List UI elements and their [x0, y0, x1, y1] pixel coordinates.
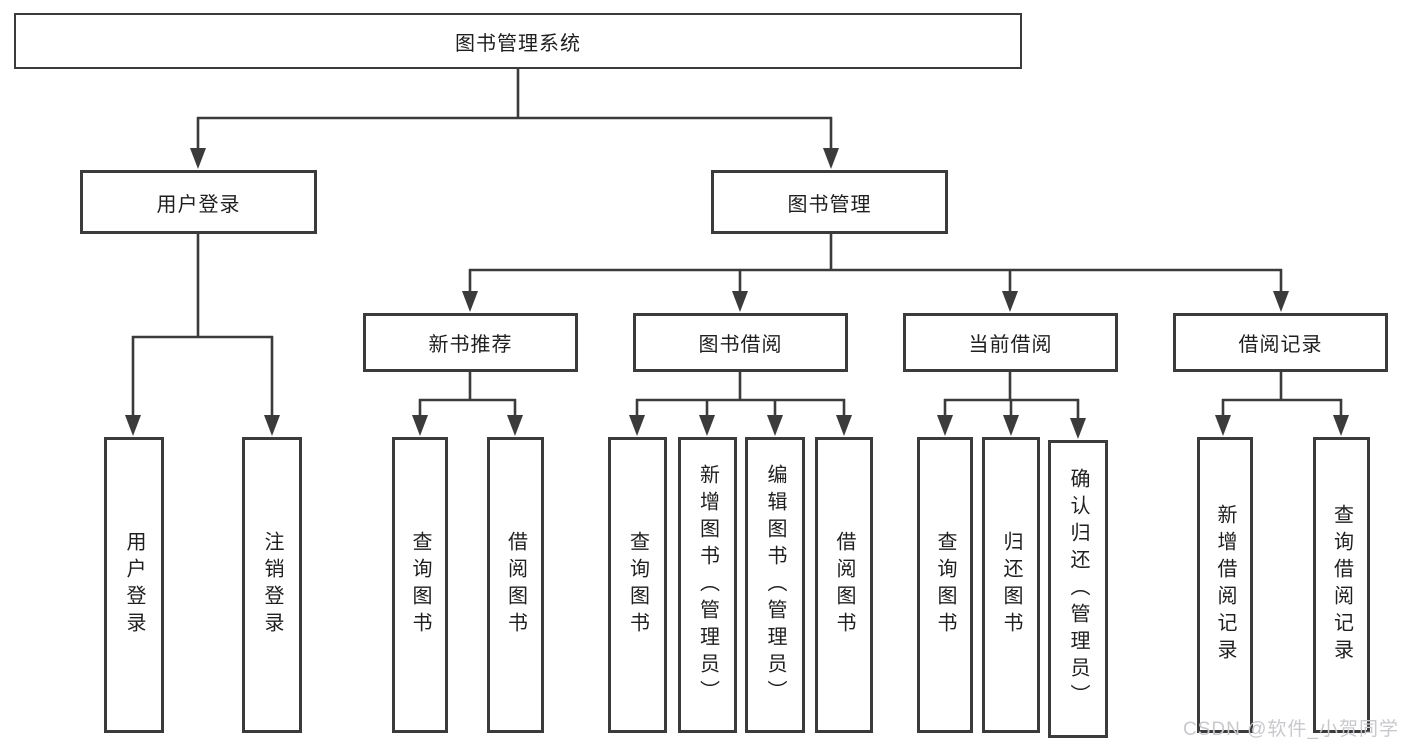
- arrow-down-icon: [767, 415, 783, 436]
- node-leaf-logout: 注销登录: [242, 437, 302, 733]
- node-label: 查询图书: [409, 531, 431, 639]
- node-label: 用户登录: [156, 193, 241, 216]
- node-label: 编辑图书（管理员）: [764, 463, 786, 707]
- node-library-management-system: 图书管理系统: [14, 13, 1022, 69]
- node-borrow-records: 借阅记录: [1173, 313, 1388, 372]
- node-leaf-user-login: 用户登录: [104, 437, 164, 733]
- arrow-down-icon: [507, 415, 523, 436]
- node-book-borrow: 图书借阅: [633, 313, 848, 372]
- node-label: 注销登录: [261, 531, 283, 639]
- arrow-down-icon: [937, 415, 953, 436]
- node-leaf-query-borrow-record: 查询借阅记录: [1313, 437, 1370, 733]
- node-label: 用户登录: [123, 531, 145, 639]
- arrow-down-icon: [1003, 415, 1019, 436]
- node-new-book-recommend: 新书推荐: [363, 313, 578, 372]
- node-leaf-add-books-admin: 新增图书（管理员）: [678, 437, 737, 733]
- node-label: 新增图书（管理员）: [696, 463, 719, 707]
- arrow-down-icon: [462, 291, 478, 312]
- node-label: 查询借阅记录: [1330, 504, 1353, 666]
- arrow-down-icon: [629, 415, 645, 436]
- node-leaf-edit-books-admin: 编辑图书（管理员）: [745, 437, 805, 733]
- node-leaf-borrow-books-2: 借阅图书: [815, 437, 873, 733]
- arrow-down-icon: [1215, 415, 1231, 436]
- arrow-down-icon: [125, 415, 141, 436]
- node-label: 新增借阅记录: [1214, 504, 1236, 666]
- node-label: 图书管理系统: [455, 32, 581, 55]
- node-leaf-query-books-1: 查询图书: [392, 437, 448, 733]
- node-label: 新书推荐: [428, 334, 513, 356]
- node-label: 借阅图书: [833, 531, 855, 639]
- arrow-down-icon: [190, 148, 206, 169]
- node-user-login: 用户登录: [80, 170, 317, 234]
- arrow-down-icon: [823, 148, 839, 169]
- arrow-down-icon: [1333, 415, 1349, 436]
- node-label: 当前借阅: [968, 334, 1053, 356]
- node-leaf-query-books-3: 查询图书: [917, 437, 973, 733]
- csdn-watermark: CSDN @软件_小贺同学: [1183, 719, 1399, 740]
- node-leaf-add-borrow-record: 新增借阅记录: [1197, 437, 1253, 733]
- node-book-management: 图书管理: [711, 170, 948, 234]
- arrow-down-icon: [1002, 291, 1018, 312]
- arrow-down-icon: [412, 415, 428, 436]
- node-label: 查询图书: [626, 531, 649, 639]
- node-leaf-borrow-books-1: 借阅图书: [487, 437, 544, 733]
- node-label: 图书管理: [787, 193, 872, 216]
- node-label: 归还图书: [1000, 531, 1022, 639]
- arrow-down-icon: [1273, 291, 1289, 312]
- node-label: 借阅图书: [504, 531, 527, 639]
- node-label: 查询图书: [934, 531, 956, 639]
- node-current-borrow: 当前借阅: [903, 313, 1118, 372]
- node-leaf-return-books: 归还图书: [982, 437, 1040, 733]
- node-leaf-query-books-2: 查询图书: [608, 437, 667, 733]
- node-label: 确认归还（管理员）: [1067, 467, 1089, 711]
- node-label: 借阅记录: [1238, 334, 1323, 356]
- node-label: 图书借阅: [698, 334, 783, 356]
- arrow-down-icon: [264, 415, 280, 436]
- arrow-down-icon: [732, 291, 748, 312]
- arrow-down-icon: [1070, 418, 1086, 439]
- arrow-down-icon: [699, 415, 715, 436]
- arrow-down-icon: [836, 415, 852, 436]
- node-leaf-confirm-return-admin: 确认归还（管理员）: [1048, 440, 1108, 738]
